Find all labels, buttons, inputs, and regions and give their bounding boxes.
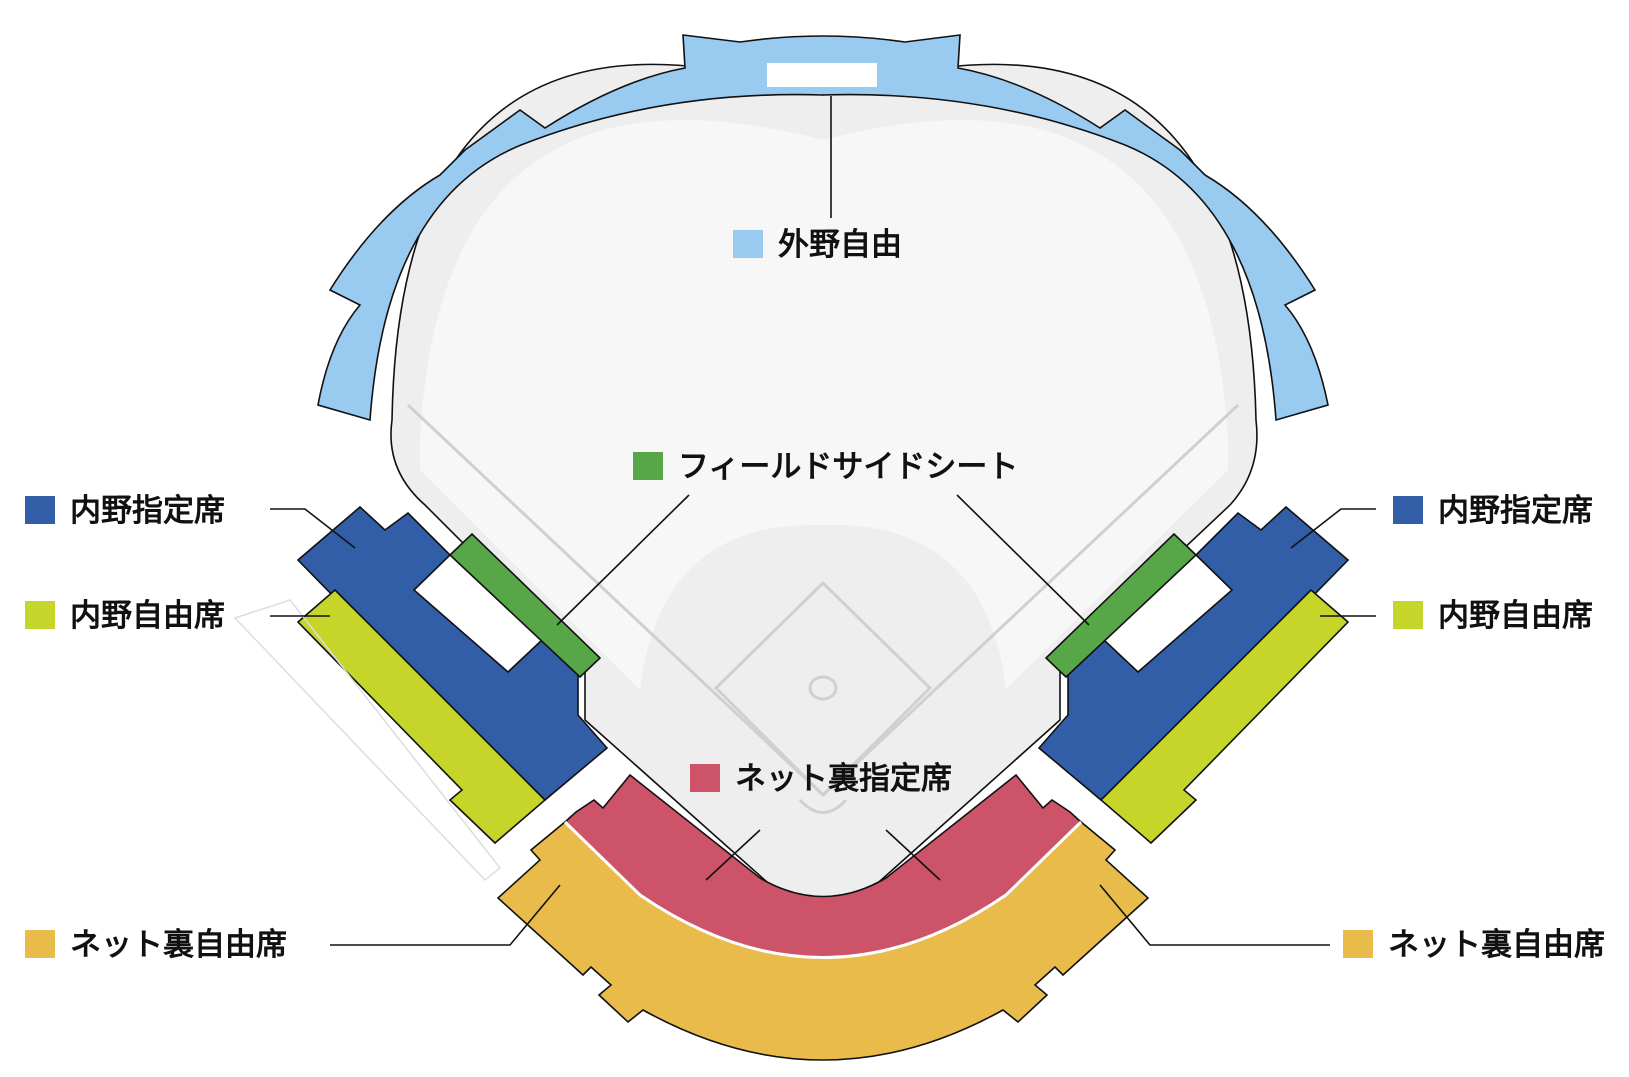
label-backnet-free-left: ネット裏自由席 xyxy=(70,927,287,963)
label-outfield-free: 外野自由 xyxy=(778,227,902,263)
legend-infield-free-right: 内野自由席 xyxy=(1393,598,1593,634)
legend-infield-reserved-right: 内野指定席 xyxy=(1393,493,1593,529)
outfield-grass xyxy=(420,120,1228,690)
label-infield-reserved-left: 内野指定席 xyxy=(70,493,225,529)
field-lines xyxy=(406,403,1240,814)
swatch-outfield-free xyxy=(733,230,763,258)
legend-backnet-reserved: ネット裏指定席 xyxy=(690,761,952,797)
swatch-backnet-free xyxy=(1343,930,1373,958)
legend-infield-reserved-left: 内野指定席 xyxy=(25,493,225,529)
legend-field-side: フィールドサイドシート xyxy=(633,449,1018,485)
scoreboard xyxy=(767,63,877,87)
field-side-section-right[interactable] xyxy=(1044,532,1198,679)
field-side-section-left[interactable] xyxy=(448,532,602,679)
label-infield-free-left: 内野自由席 xyxy=(70,598,225,634)
label-backnet-free-right: ネット裏自由席 xyxy=(1388,927,1605,963)
legend-backnet-free-left: ネット裏自由席 xyxy=(25,927,287,963)
infield-free-section-right[interactable] xyxy=(1099,588,1350,845)
swatch-backnet-free xyxy=(25,930,55,958)
swatch-backnet-reserved xyxy=(690,764,720,792)
label-backnet-reserved: ネット裏指定席 xyxy=(735,761,952,797)
infield-reserved-section-left[interactable] xyxy=(296,505,609,802)
infield-free-section-left[interactable] xyxy=(296,588,547,845)
swatch-field-side xyxy=(633,452,663,480)
infield-dirt xyxy=(640,524,1006,810)
legend-infield-free-left: 内野自由席 xyxy=(25,598,225,634)
swatch-infield-reserved xyxy=(25,496,55,524)
label-field-side: フィールドサイドシート xyxy=(678,449,1018,485)
infield-reserved-section-right[interactable] xyxy=(1037,505,1350,802)
legend-backnet-free-right: ネット裏自由席 xyxy=(1343,927,1605,963)
leader-lines xyxy=(270,96,1376,946)
outfield-free-section[interactable] xyxy=(317,34,1329,422)
swatch-infield-free xyxy=(1393,601,1423,629)
label-infield-free-right: 内野自由席 xyxy=(1438,598,1593,634)
legend-outfield-free: 外野自由 xyxy=(733,227,902,263)
swatch-infield-reserved xyxy=(1393,496,1423,524)
swatch-infield-free xyxy=(25,601,55,629)
label-infield-reserved-right: 内野指定席 xyxy=(1438,493,1593,529)
